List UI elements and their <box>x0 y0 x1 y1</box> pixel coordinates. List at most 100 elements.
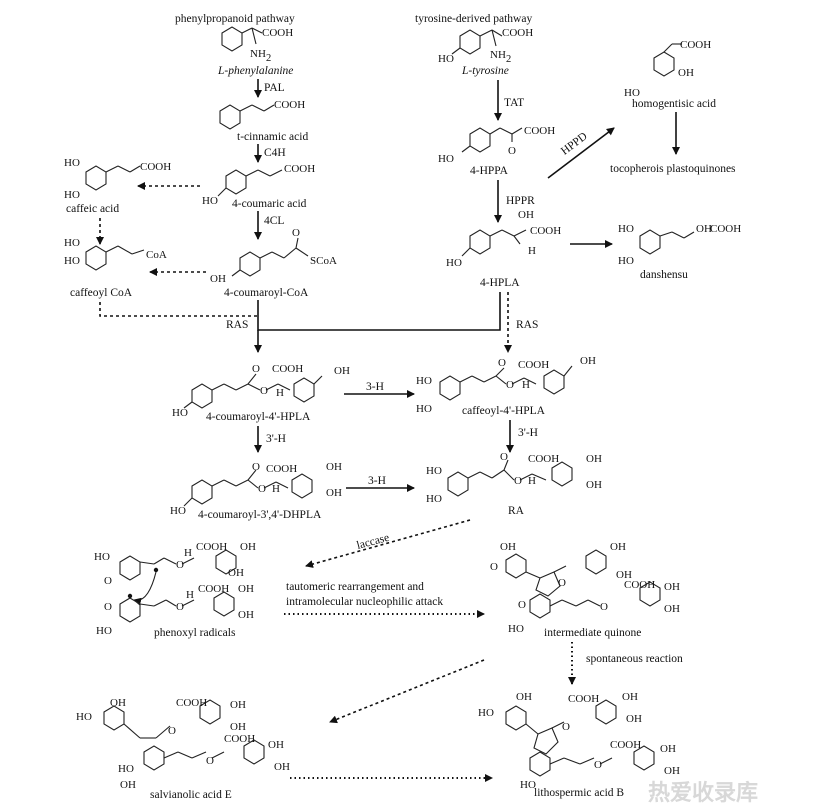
svg-text:O: O <box>500 451 508 463</box>
svg-text:O: O <box>508 145 516 157</box>
svg-text:OH: OH <box>518 209 534 221</box>
ra-structure: HO HO O O COOH H OH OH <box>426 451 602 505</box>
caffeoyl-coa-structure: HO HO CoA <box>64 237 167 271</box>
svg-text:OH: OH <box>500 541 516 553</box>
svg-text:H: H <box>186 589 194 601</box>
svg-text:H: H <box>276 387 284 399</box>
spontaneous-reaction-label: spontaneous reaction <box>586 653 683 665</box>
svg-text:HO: HO <box>64 157 80 169</box>
svg-text:OH: OH <box>238 583 254 595</box>
svg-text:O: O <box>260 385 268 397</box>
tautomeric-label-2: intramolecular nucleophilic attack <box>286 596 443 608</box>
coumaroyl-dhpla-label: 4-coumaroyl-3',4'-DHPLA <box>198 509 322 521</box>
svg-text:HO: HO <box>172 407 188 419</box>
svg-text:HO: HO <box>118 763 134 775</box>
svg-text:O: O <box>252 461 260 473</box>
svg-text:OH: OH <box>664 603 680 615</box>
svg-text:HO: HO <box>64 255 80 267</box>
svg-text:COOH: COOH <box>274 99 305 111</box>
svg-text:OH: OH <box>622 691 638 703</box>
coumaric-acid-label: 4-coumaric acid <box>232 198 307 210</box>
svg-text:O: O <box>176 601 184 613</box>
3p-h-right-label: 3'-H <box>518 427 538 439</box>
svg-text:OH: OH <box>326 461 342 473</box>
svg-text:COOH: COOH <box>530 225 561 237</box>
homogentisic-acid-label: homogentisic acid <box>632 98 716 110</box>
svg-text:O: O <box>206 755 214 767</box>
svg-text:HO: HO <box>624 87 640 99</box>
svg-text:CoA: CoA <box>146 249 167 261</box>
svg-text:NH: NH <box>490 49 506 61</box>
phenoxyl-radicals-label: phenoxyl radicals <box>154 627 236 639</box>
svg-text:HO: HO <box>618 223 634 235</box>
svg-text:COOH: COOH <box>266 463 297 475</box>
salvianolic-acid-e-label: salvianolic acid E <box>150 789 232 801</box>
intermediate-quinone-structure: OH O O OH OH O O COOH OH OH HO <box>490 541 680 635</box>
svg-text:COOH: COOH <box>284 163 315 175</box>
svg-text:HO: HO <box>520 779 536 791</box>
salvianolic-acid-e-structure: OH HO COOH O OH OH O COOH OH OH HO OH <box>76 697 290 791</box>
svg-text:COOH: COOH <box>140 161 171 173</box>
svg-text:H: H <box>528 475 536 487</box>
svg-text:OH: OH <box>334 365 350 377</box>
svg-text:OH: OH <box>616 569 632 581</box>
coumaroyl-dhpla-structure: O O COOH H OH OH HO <box>170 461 342 517</box>
svg-text:O: O <box>292 227 300 239</box>
svg-text:O: O <box>514 475 522 487</box>
svg-text:HO: HO <box>426 465 442 477</box>
svg-text:HO: HO <box>438 53 454 65</box>
svg-text:O: O <box>506 379 514 391</box>
hppa-structure: COOH O HO <box>438 125 555 165</box>
hppa-label: 4-HPPA <box>470 165 509 177</box>
svg-text:COOH: COOH <box>524 125 555 137</box>
svg-text:OH: OH <box>516 691 532 703</box>
caffeic-acid-structure: HO HO COOH <box>64 157 171 201</box>
svg-text:HO: HO <box>438 153 454 165</box>
svg-text:OH: OH <box>664 765 680 777</box>
4cl-label: 4CL <box>264 215 284 227</box>
3p-h-left-label: 3'-H <box>266 433 286 445</box>
svg-text:HO: HO <box>446 257 462 269</box>
svg-text:COOH: COOH <box>528 453 559 465</box>
svg-text:O: O <box>258 483 266 495</box>
svg-text:OH: OH <box>274 761 290 773</box>
svg-text:OH: OH <box>120 779 136 791</box>
svg-text:O: O <box>600 601 608 613</box>
c4h-label: C4H <box>264 147 286 159</box>
svg-text:COOH: COOH <box>196 541 227 553</box>
3-h-bottom-label: 3-H <box>368 475 386 487</box>
svg-text:2: 2 <box>506 54 511 65</box>
caffeoyl-coa-label: caffeoyl CoA <box>70 287 133 299</box>
hppd-label: HPPD <box>559 130 590 157</box>
svg-text:OH: OH <box>696 223 712 235</box>
tyrosine-structure: COOH HO NH 2 <box>438 27 533 65</box>
danshensu-label: danshensu <box>640 269 688 281</box>
lithospermic-acid-b-label: lithospermic acid B <box>534 787 624 799</box>
svg-text:O: O <box>168 725 176 737</box>
coumaroyl-4-hpla-structure: O O COOH H OH HO <box>172 363 350 419</box>
svg-text:COOH: COOH <box>176 697 207 709</box>
svg-text:COOH: COOH <box>624 579 655 591</box>
svg-text:HO: HO <box>202 195 218 207</box>
tautomeric-label-1: tautomeric rearrangement and <box>286 581 424 593</box>
ras-right-label: RAS <box>516 319 538 331</box>
svg-text:OH: OH <box>238 609 254 621</box>
svg-text:OH: OH <box>586 479 602 491</box>
svg-text:HO: HO <box>76 711 92 723</box>
svg-text:O: O <box>498 357 506 369</box>
svg-text:COOH: COOH <box>262 27 293 39</box>
ras-left-label: RAS <box>226 319 248 331</box>
svg-text:COOH: COOH <box>224 733 255 745</box>
l-tyrosine-label: L-tyrosine <box>461 65 509 77</box>
hppr-label: HPPR <box>506 195 535 207</box>
svg-text:HO: HO <box>416 375 432 387</box>
svg-text:OH: OH <box>586 453 602 465</box>
svg-text:O: O <box>594 759 602 771</box>
svg-text:HO: HO <box>416 403 432 415</box>
svg-text:H: H <box>272 483 280 495</box>
svg-text:HO: HO <box>426 493 442 505</box>
svg-text:COOH: COOH <box>568 693 599 705</box>
svg-text:HO: HO <box>64 237 80 249</box>
svg-text:O: O <box>490 561 498 573</box>
laccase-label: laccase <box>355 532 390 552</box>
